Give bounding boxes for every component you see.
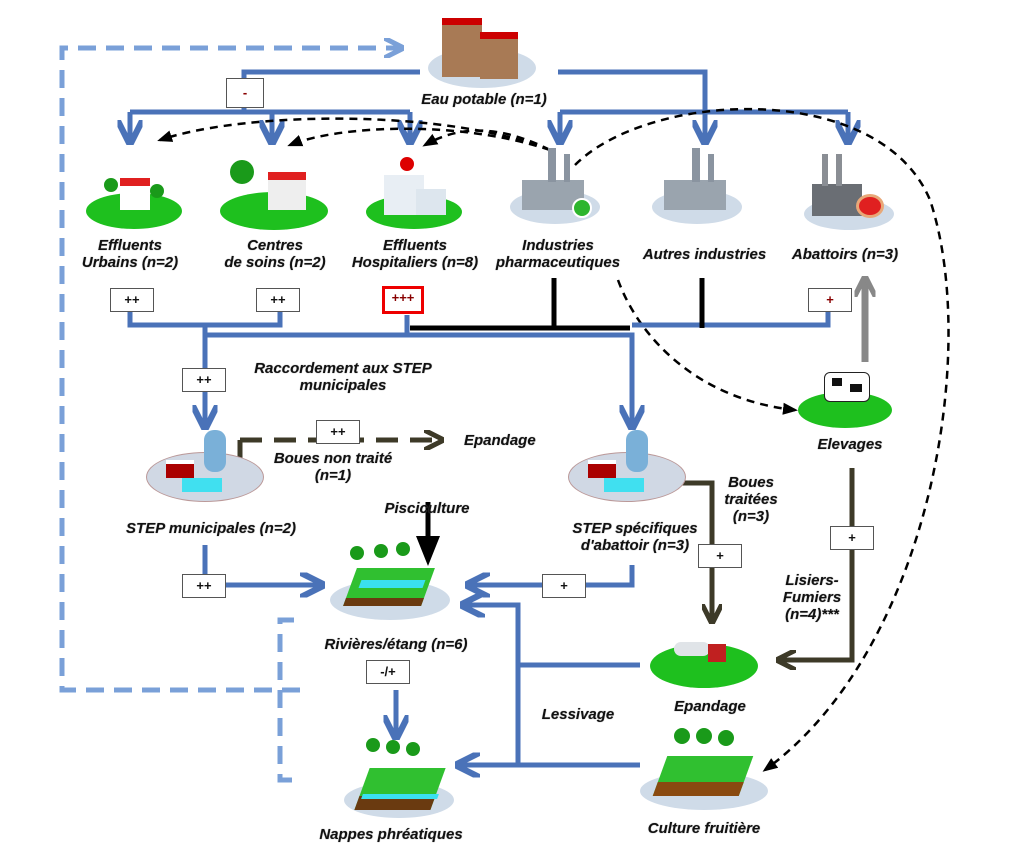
- livestock-cow-icon: [798, 368, 894, 430]
- label-pisciculture: Pisciculture: [384, 500, 470, 517]
- impact-eau-potable: -: [226, 78, 264, 108]
- impact-riviere-nappes: -/+: [366, 660, 410, 684]
- impact-step-abat-riviere: +: [542, 574, 586, 598]
- factory-icon: [652, 148, 742, 228]
- impact-soins: ++: [256, 288, 300, 312]
- hospital-icon: [366, 155, 464, 231]
- groundwater-icon: [344, 738, 456, 820]
- label-autres-industries: Autres industries: [642, 246, 767, 263]
- label-culture: Culture fruitière: [647, 820, 761, 837]
- recharge-loop-dashed: [59, 48, 400, 693]
- impact-step-mun-riviere: ++: [182, 574, 226, 598]
- care-center-icon: [220, 160, 330, 232]
- slaughterhouse-icon: [796, 150, 896, 232]
- label-epandage-top: Epandage: [464, 432, 536, 449]
- industrial-flow: [410, 278, 705, 566]
- impact-urbains: ++: [110, 288, 154, 312]
- label-step-municipales: STEP municipales (n=2): [126, 520, 296, 537]
- urban-house-icon: [86, 168, 182, 230]
- pharma-dashed-flow: [157, 107, 950, 772]
- orchard-icon: [640, 726, 770, 812]
- label-lessivage: Lessivage: [541, 706, 615, 723]
- river-pond-icon: [330, 540, 452, 620]
- label-eau-potable: Eau potable (n=1): [421, 91, 547, 108]
- water-plant-icon: [428, 10, 538, 90]
- pharma-factory-icon: [510, 148, 600, 228]
- label-boues-non-traite: Boues non traité(n=1): [273, 450, 393, 484]
- step-municipal-icon: [146, 430, 264, 502]
- label-elevages: Elevages: [817, 436, 883, 453]
- recharge-loop-dashed: [277, 617, 300, 783]
- label-nappes: Nappes phréatiques: [319, 826, 463, 843]
- label-lisiers: Lisiers-Fumiers(n=4)***: [782, 572, 842, 623]
- step-abattoir-icon: [568, 430, 686, 502]
- impact-boues-non-traite: ++: [316, 420, 360, 444]
- impact-lisiers: +: [830, 526, 874, 550]
- tractor-spreading-icon: [650, 632, 760, 692]
- impact-boues-traitees: +: [698, 544, 742, 568]
- label-epandage: Epandage: [674, 698, 746, 715]
- impact-hospitaliers: +++: [382, 286, 424, 314]
- label-abattoirs: Abattoirs (n=3): [791, 246, 899, 263]
- impact-abattoirs: +: [808, 288, 852, 312]
- impact-raccordement: ++: [182, 368, 226, 392]
- label-rivieres: Rivières/étang (n=6): [324, 636, 468, 653]
